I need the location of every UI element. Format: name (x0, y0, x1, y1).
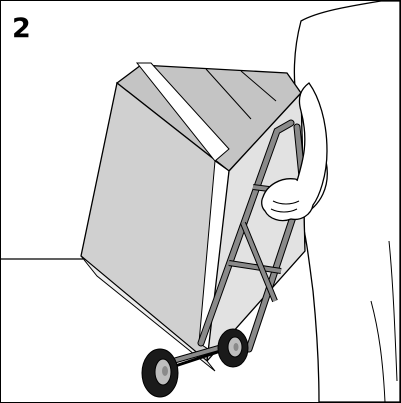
step-number: 2 (12, 13, 31, 44)
arm (296, 82, 328, 206)
wheel-left-cap (162, 366, 168, 376)
box-top-seam-2 (240, 70, 277, 102)
truck-cross-brace-2-fill (228, 261, 282, 273)
hand-finger-line-2 (270, 208, 298, 213)
truck-diagonal-brace-fill (241, 222, 277, 302)
truck-rail-left-fill (198, 120, 294, 346)
box-padding-top (135, 62, 230, 162)
shirt-fold (370, 300, 386, 402)
box-bottom-plate (80, 255, 216, 372)
hand-finger-line (272, 200, 300, 205)
wheel-right-cap (233, 343, 239, 351)
shirt-fold-2 (388, 240, 398, 382)
box-top-seam (205, 68, 252, 120)
